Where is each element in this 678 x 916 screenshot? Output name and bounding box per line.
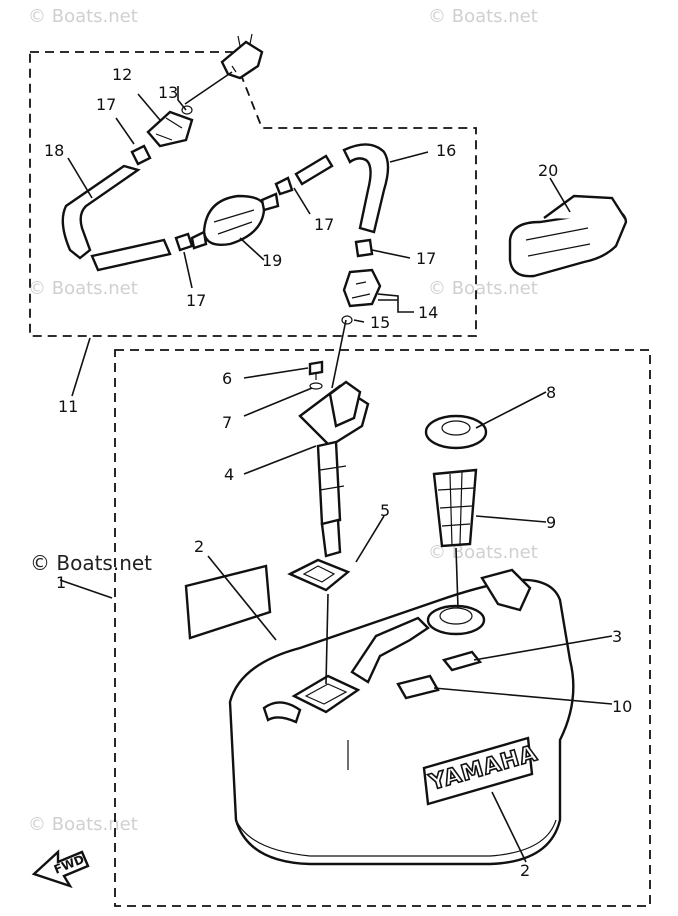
fuel-hose bbox=[61, 164, 141, 260]
hose-clamp bbox=[130, 144, 152, 166]
filler-cap bbox=[424, 414, 488, 450]
callout-17: 17 bbox=[96, 95, 116, 114]
callout-2: 2 bbox=[194, 537, 204, 556]
fuel-tank: YAMAHA bbox=[228, 568, 575, 866]
fuel-meter-assembly bbox=[298, 380, 370, 558]
callout-numbers: 12 13 17 18 16 17 19 17 17 14 15 20 11 6… bbox=[44, 65, 632, 880]
callout-10: 10 bbox=[612, 697, 632, 716]
fuel-hose-short bbox=[294, 154, 334, 186]
callout-5: 5 bbox=[380, 501, 390, 520]
callout-7: 7 bbox=[222, 413, 232, 432]
hose-joint bbox=[146, 110, 194, 148]
watermark: © Boats.net bbox=[428, 278, 538, 299]
watermark: © Boats.net bbox=[28, 814, 138, 835]
callout-14: 14 bbox=[418, 303, 438, 322]
gasket bbox=[287, 558, 351, 592]
fuel-hose bbox=[90, 238, 172, 272]
watermark: © Boats.net bbox=[28, 6, 138, 27]
o-ring bbox=[181, 105, 193, 115]
caution-label bbox=[184, 564, 272, 640]
forward-direction-arrow: FWD bbox=[31, 849, 90, 889]
callout-4: 4 bbox=[224, 465, 234, 484]
fuel-hose bbox=[342, 143, 390, 234]
callout-17: 17 bbox=[416, 249, 436, 268]
hose-assembly-group-box bbox=[29, 51, 477, 337]
callout-3: 3 bbox=[612, 627, 622, 646]
connector-plug bbox=[220, 33, 264, 80]
washer bbox=[309, 382, 323, 390]
hose-clamp bbox=[274, 176, 294, 196]
callout-18: 18 bbox=[44, 141, 64, 160]
callout-17: 17 bbox=[186, 291, 206, 310]
watermark: © Boats.net bbox=[428, 542, 538, 563]
hose-joint bbox=[342, 268, 382, 308]
callout-20: 20 bbox=[538, 161, 558, 180]
callout-2: 2 bbox=[520, 861, 530, 880]
o-ring bbox=[341, 315, 353, 325]
watermark: © Boats.net bbox=[428, 6, 538, 27]
callout-12: 12 bbox=[112, 65, 132, 84]
callout-19: 19 bbox=[262, 251, 282, 270]
watermark: © Boats.net bbox=[28, 278, 138, 299]
hose-clamp bbox=[354, 238, 374, 258]
tank-cover bbox=[508, 194, 628, 278]
primer-bulb bbox=[190, 192, 280, 250]
callout-16: 16 bbox=[436, 141, 456, 160]
screw bbox=[308, 360, 324, 380]
callout-9: 9 bbox=[546, 513, 556, 532]
callout-15: 15 bbox=[370, 313, 390, 332]
hose-clamp bbox=[174, 232, 194, 252]
callout-6: 6 bbox=[222, 369, 232, 388]
watermark: © Boats.net bbox=[30, 551, 152, 575]
callout-13: 13 bbox=[158, 83, 178, 102]
fuel-strainer bbox=[432, 468, 478, 548]
callout-11: 11 bbox=[58, 397, 78, 416]
callout-17: 17 bbox=[314, 215, 334, 234]
callout-1: 1 bbox=[56, 573, 66, 592]
callout-8: 8 bbox=[546, 383, 556, 402]
